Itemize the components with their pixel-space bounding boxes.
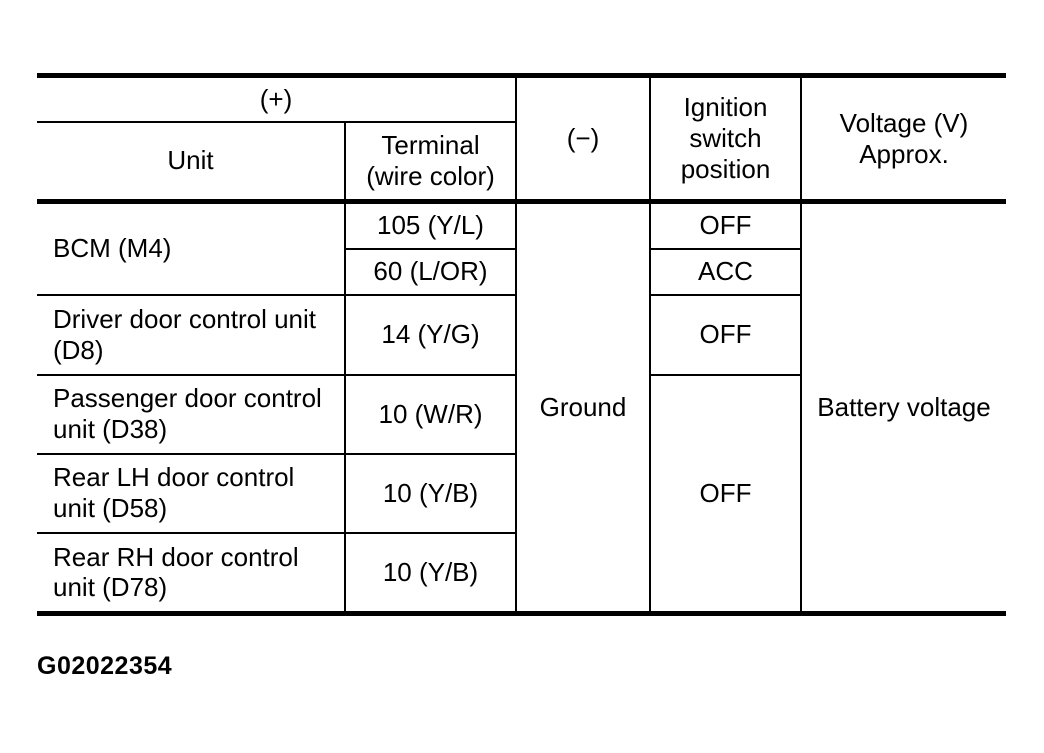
ignition-cell-off-2: OFF xyxy=(649,293,802,376)
unit-cell-rear-rh-door: Rear RH door control unit (D78) xyxy=(37,531,346,616)
table-row: Driver door control unit (D8) 14 (Y/G) O… xyxy=(37,293,1006,376)
header-terminal-wire-color: Terminal (wire color) xyxy=(344,120,517,204)
unit-cell-driver-door: Driver door control unit (D8) xyxy=(37,293,346,376)
header-ignition-switch-position: Ignition switch position xyxy=(649,73,802,204)
unit-cell-passenger-door: Passenger door control unit (D38) xyxy=(37,373,346,455)
ignition-cell-acc: ACC xyxy=(649,247,802,296)
terminal-cell-14-yg: 14 (Y/G) xyxy=(344,293,517,376)
terminal-cell-60-lor: 60 (L/OR) xyxy=(344,247,517,296)
terminal-cell-10-yb-1: 10 (Y/B) xyxy=(344,452,517,534)
ignition-cell-off-merged: OFF xyxy=(649,373,802,616)
unit-cell-bcm: BCM (M4) xyxy=(37,200,346,296)
figure-id-caption: G02022354 xyxy=(37,652,173,680)
terminal-cell-105-yl: 105 (Y/L) xyxy=(344,200,517,250)
unit-cell-rear-lh-door: Rear LH door control unit (D58) xyxy=(37,452,346,534)
header-voltage-approx: Voltage (V) Approx. xyxy=(800,73,1006,204)
table-row: Rear LH door control unit (D58) 10 (Y/B) xyxy=(37,452,1006,534)
header-row-2: Unit Terminal (wire color) xyxy=(37,120,1006,204)
header-unit: Unit xyxy=(37,120,346,204)
table-row: Rear RH door control unit (D78) 10 (Y/B) xyxy=(37,531,1006,616)
header-plus: (+) xyxy=(37,73,517,123)
terminal-cell-10-wr: 10 (W/R) xyxy=(344,373,517,455)
table-row: 60 (L/OR) ACC xyxy=(37,247,1006,296)
ignition-cell-off-1: OFF xyxy=(649,200,802,250)
header-row-1: (+) (−) Ignition switch position Voltage… xyxy=(37,73,1006,204)
voltage-cell-battery-voltage: Battery voltage xyxy=(800,200,1006,616)
table-row: Passenger door control unit (D38) 10 (W/… xyxy=(37,373,1006,616)
minus-cell-ground: Ground xyxy=(515,200,651,616)
table-row: BCM (M4) 105 (Y/L) Ground OFF Battery vo… xyxy=(37,200,1006,616)
header-minus: (−) xyxy=(515,73,651,204)
terminal-cell-10-yb-2: 10 (Y/B) xyxy=(344,531,517,616)
voltage-spec-table: (+) (−) Ignition switch position Voltage… xyxy=(37,73,1006,616)
